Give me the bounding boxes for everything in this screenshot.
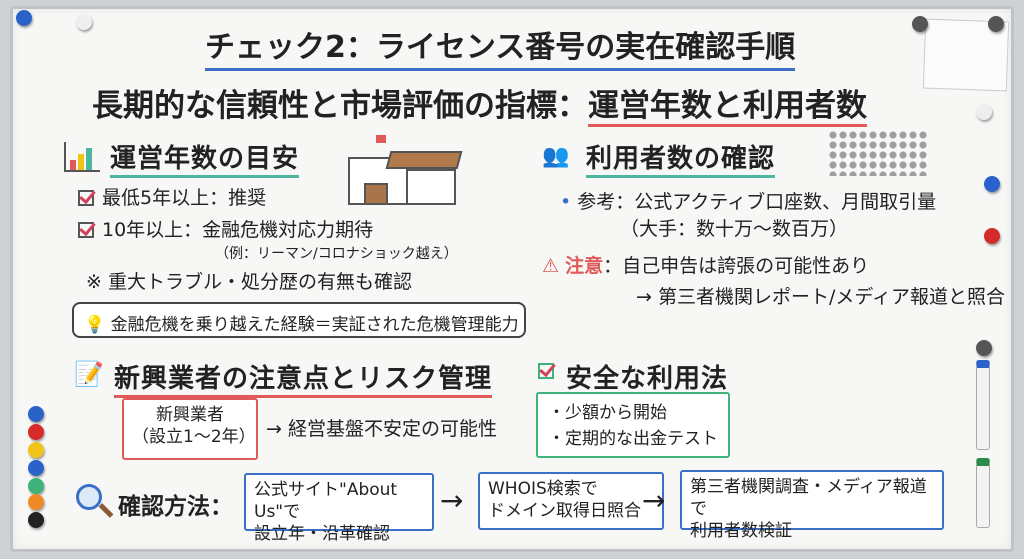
whiteboard (10, 6, 1014, 552)
magnet-blue (984, 176, 1000, 192)
warning-icon: ⚠ (542, 255, 560, 277)
marker-green (976, 458, 990, 528)
subtitle-main: 長期的な信頼性と市場評価の指標： (92, 88, 588, 124)
years-item-text: 10年以上：金融危機対応力期待 (102, 219, 374, 241)
new-company-label: 新興業者 (156, 405, 224, 425)
arrow: → (440, 484, 464, 517)
checkbox-icon (538, 362, 562, 381)
years-note: ※ 重大トラブル・処分歴の有無も確認 (86, 271, 412, 293)
notepad-pencil-icon: 📝 (74, 360, 104, 388)
magnet-black (28, 512, 44, 528)
subtitle: 長期的な信頼性と市場評価の指標：運営年数と利用者数 (92, 80, 867, 127)
magnet-dark (988, 16, 1004, 32)
new-company-box: 新興業者 （設立1〜2年） (122, 398, 258, 460)
safe-item: ・少額から開始 (548, 403, 667, 423)
new-company-period: （設立1〜2年） (132, 427, 256, 447)
method-step-line: ドメイン取得日照合 (488, 501, 641, 521)
users-warning-sub: → 第三者機関レポート/メディア報道と照合 (636, 286, 1006, 308)
magnet-white (76, 14, 92, 30)
method-step-line: 設立年・沿革確認 (254, 524, 390, 544)
magnet-blue (16, 10, 32, 26)
years-item-1: 最低5年以上：推奨 (78, 183, 266, 210)
users-icon: 👥 (542, 144, 570, 169)
risk-heading: 新興業者の注意点とリスク管理 (114, 358, 493, 398)
lightbulb-icon: 💡 (84, 315, 106, 335)
years-item-text: 最低5年以上：推奨 (102, 187, 267, 209)
crowd-illustration (828, 130, 928, 176)
magnet-blue (28, 460, 44, 476)
method-step-line: 利用者数検証 (690, 521, 792, 541)
safe-heading: 安全な利用法 (566, 364, 729, 394)
risk-result: → 経営基盤不安定の可能性 (266, 418, 497, 440)
callout-box: 💡 金融危機を乗り越えた経験＝実証された危機管理能力 (72, 302, 526, 338)
bar-chart-icon (64, 142, 100, 172)
magnet-green (28, 478, 44, 494)
marker-blue (976, 360, 990, 450)
years-heading: 運営年数の目安 (110, 138, 300, 178)
magnet-red (984, 228, 1000, 244)
page-title: チェック2：ライセンス番号の実在確認手順 (205, 22, 796, 71)
method-step-line: 公式サイト"About Us"で (254, 480, 398, 522)
users-heading: 利用者数の確認 (586, 138, 776, 178)
magnet-red (28, 424, 44, 440)
years-example: （例：リーマン/コロナショック越え） (215, 246, 458, 262)
checkbox-icon (78, 190, 94, 206)
magnet-blue (28, 406, 44, 422)
callout-text: 金融危機を乗り越えた経験＝実証された危機管理能力 (110, 315, 519, 335)
users-ref-sub: （大手：数十万〜数百万） (620, 218, 849, 240)
warning-text: ：自己申告は誇張の可能性あり (603, 255, 870, 277)
method-step-3: 第三者機関調査・メディア報道で利用者数検証 (680, 470, 944, 541)
years-item-2: 10年以上：金融危機対応力期待 (78, 215, 373, 242)
users-warning: ⚠ 注意：自己申告は誇張の可能性あり (542, 251, 869, 278)
checkbox-icon (78, 222, 94, 238)
safe-box: ・少額から開始 ・定期的な出金テスト (536, 392, 730, 458)
magnet-yellow (28, 442, 44, 458)
method-step-line: 第三者機関調査・メディア報道で (690, 477, 927, 519)
magnet-white (976, 104, 992, 120)
method-step-line: WHOIS検索で (488, 479, 598, 499)
arrow: → (642, 484, 666, 517)
magnet-dark (976, 340, 992, 356)
magnet-dark (912, 16, 928, 32)
barn-illustration (340, 135, 465, 205)
warning-label: 注意 (565, 255, 604, 277)
users-ref-text: 参考：公式アクティブ口座数、月間取引量 (577, 191, 937, 213)
method-step-2: WHOIS検索でドメイン取得日照合 (478, 472, 664, 530)
safe-item: ・定期的な出金テスト (548, 429, 718, 449)
methods-label: 確認方法： (118, 494, 233, 520)
magnifier-icon (76, 484, 102, 510)
subtitle-highlight: 運営年数と利用者数 (588, 88, 867, 127)
magnet-orange (28, 494, 44, 510)
method-step-1: 公式サイト"About Us"で設立年・沿革確認 (244, 473, 434, 544)
users-ref: • 参考：公式アクティブ口座数、月間取引量 (560, 191, 937, 213)
